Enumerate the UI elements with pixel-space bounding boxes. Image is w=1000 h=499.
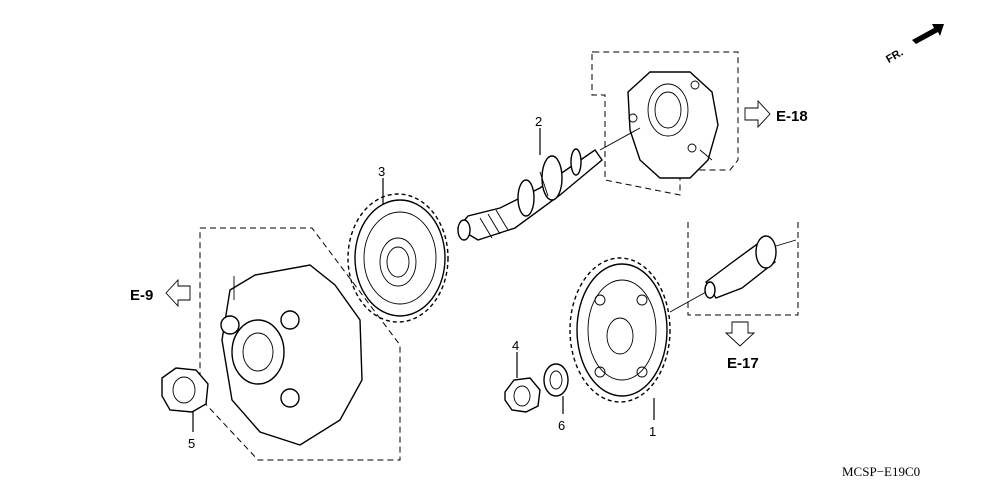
primary-drive-gear-part-3: [347, 193, 449, 323]
callout-6: 6: [558, 418, 565, 433]
countershaft-part-2: [456, 148, 603, 241]
reference-arrow-e17-icon: [724, 321, 756, 347]
callout-2: 2: [535, 114, 542, 129]
crankcase-part: [220, 264, 363, 446]
reference-label-e17: E-17: [727, 355, 759, 372]
reference-arrow-e9-icon: [165, 278, 191, 308]
flange-nut-part-4: [504, 377, 541, 413]
reference-label-e18: E-18: [776, 108, 808, 125]
bearing-holder-group: [591, 51, 739, 196]
callout-1: 1: [649, 424, 656, 439]
washer-part-6: [543, 363, 569, 397]
callout-3: 3: [378, 164, 385, 179]
reference-label-e9: E-9: [130, 287, 153, 304]
front-direction-arrow-icon: [912, 24, 944, 44]
driven-gear-part-1: [569, 257, 671, 403]
mainshaft-end: [704, 235, 797, 299]
diagram-code: MCSP−E19C0: [842, 464, 920, 479]
reference-arrow-e18-icon: [744, 99, 771, 129]
lock-nut-part-5: [161, 367, 209, 413]
front-direction-label: FR.: [884, 47, 905, 66]
alignment-line: [669, 291, 707, 313]
callout-5: 5: [188, 436, 195, 451]
callout-4: 4: [512, 338, 519, 353]
